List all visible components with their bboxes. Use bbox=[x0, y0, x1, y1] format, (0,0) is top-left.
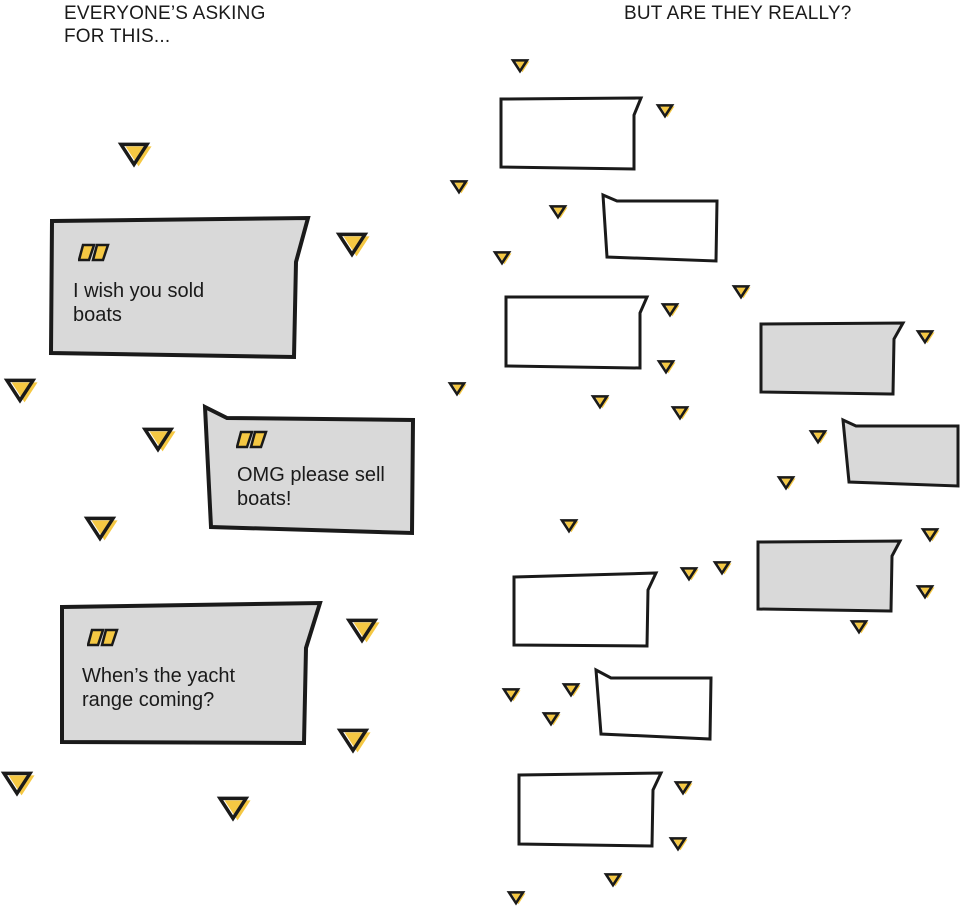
right-heading: BUT ARE THEY REALLY? bbox=[624, 3, 852, 24]
quote-mark-icon bbox=[235, 430, 268, 455]
quote-bubble-3 bbox=[60, 600, 323, 746]
triangle-icon bbox=[656, 360, 676, 375]
triangle-icon bbox=[216, 796, 250, 822]
triangle-icon bbox=[548, 205, 568, 220]
triangle-icon bbox=[559, 519, 579, 534]
filled-bubble bbox=[756, 539, 903, 613]
triangle-icon bbox=[501, 688, 521, 703]
triangle-icon bbox=[915, 585, 935, 600]
triangle-icon bbox=[712, 561, 732, 576]
left-heading: EVERYONE’S ASKING FOR THIS... bbox=[64, 2, 266, 48]
empty-bubble bbox=[504, 295, 650, 370]
triangle-icon bbox=[117, 142, 151, 168]
triangle-icon bbox=[590, 395, 610, 410]
triangle-icon bbox=[776, 476, 796, 491]
filled-bubble bbox=[841, 417, 960, 488]
triangle-icon bbox=[3, 378, 37, 404]
triangle-icon bbox=[679, 567, 699, 582]
triangle-icon bbox=[510, 59, 530, 74]
triangle-icon bbox=[915, 330, 935, 345]
left-heading-line2: FOR THIS... bbox=[64, 26, 171, 47]
quote-mark-icon bbox=[86, 628, 119, 653]
triangle-icon bbox=[808, 430, 828, 445]
triangle-icon bbox=[335, 232, 369, 258]
quote-mark-icon bbox=[77, 243, 110, 268]
empty-bubble bbox=[512, 571, 659, 648]
triangle-icon bbox=[492, 251, 512, 266]
triangle-icon bbox=[345, 618, 379, 644]
triangle-icon bbox=[660, 303, 680, 318]
triangle-icon bbox=[655, 104, 675, 119]
empty-bubble bbox=[594, 667, 713, 741]
triangle-icon bbox=[561, 683, 581, 698]
empty-bubble bbox=[601, 192, 719, 263]
triangle-icon bbox=[673, 781, 693, 796]
triangle-icon bbox=[141, 427, 175, 453]
empty-bubble bbox=[499, 96, 644, 171]
triangle-icon bbox=[336, 728, 370, 754]
triangle-icon bbox=[449, 180, 469, 195]
triangle-icon bbox=[731, 285, 751, 300]
triangle-icon bbox=[0, 771, 34, 797]
triangle-icon bbox=[668, 837, 688, 852]
triangle-icon bbox=[670, 406, 690, 421]
left-heading-line1: EVERYONE’S ASKING bbox=[64, 3, 266, 24]
triangle-icon bbox=[603, 873, 623, 888]
triangle-icon bbox=[541, 712, 561, 727]
triangle-icon bbox=[506, 891, 526, 906]
triangle-icon bbox=[849, 620, 869, 635]
quote-bubble-1 bbox=[48, 215, 311, 360]
triangles-group bbox=[0, 59, 940, 906]
filled-bubble bbox=[759, 321, 906, 396]
empty-bubble bbox=[517, 771, 664, 848]
triangle-icon bbox=[447, 382, 467, 397]
triangle-icon bbox=[920, 528, 940, 543]
triangle-icon bbox=[83, 516, 117, 542]
